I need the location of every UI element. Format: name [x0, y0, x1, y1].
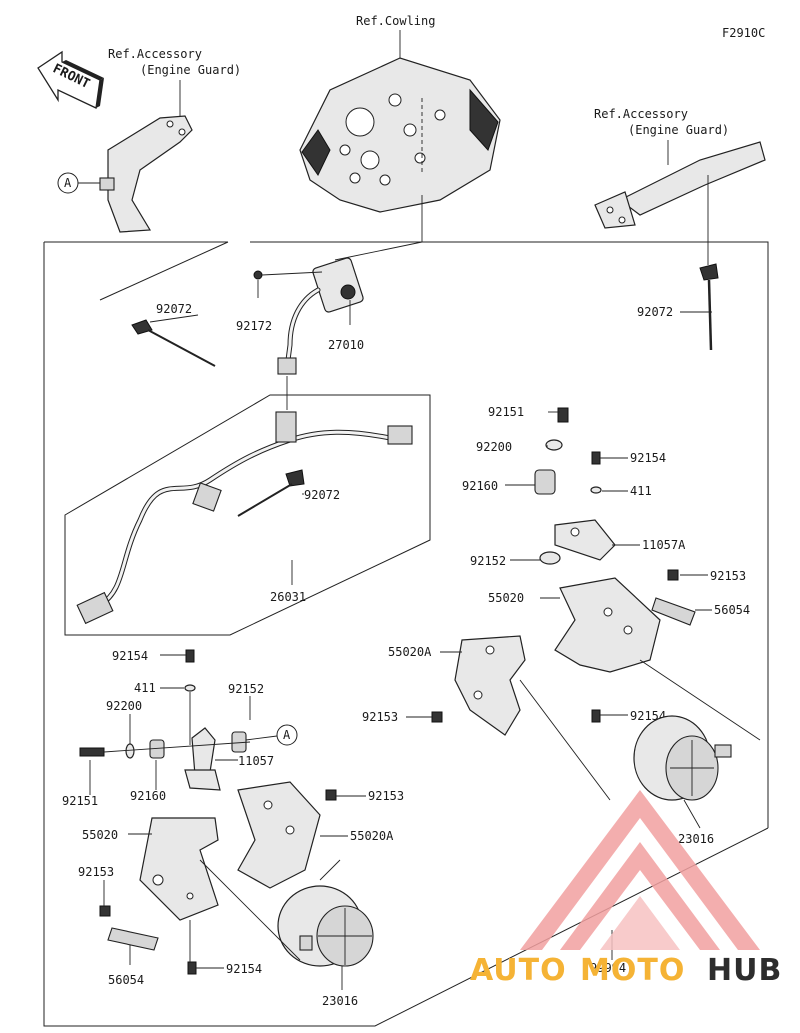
tie-92072-left [131, 319, 216, 367]
label-92152-right: 92152 [470, 554, 506, 568]
callout-a-right-label: A [283, 728, 291, 742]
label-55020-right: 55020 [488, 591, 524, 605]
callout-a-right [276, 724, 298, 746]
screw-92154-left-top [185, 649, 195, 663]
engine-guard-left [99, 115, 193, 233]
screw-92154-right-bottom [591, 709, 601, 723]
pad-56054-right [651, 597, 696, 626]
watermark-logo [520, 790, 760, 950]
tie-92072-harness [237, 469, 305, 517]
watermark-word-hub: HUB [707, 953, 782, 988]
label-92072-harness: 92072 [304, 488, 340, 502]
bracket-55020-left [139, 817, 219, 921]
label-56054-right: 56054 [714, 603, 750, 617]
watermark-text: AUTO MOTO HUB [470, 953, 782, 988]
screw-92154-left-bottom [187, 961, 197, 975]
screw-92172 [253, 270, 263, 280]
label-55020A-right: 55020A [388, 645, 432, 659]
label-92072-right: 92072 [637, 305, 673, 319]
pad-56054-left [107, 927, 159, 951]
label-99994: 99994 [590, 961, 626, 975]
screw-92153-right-top [667, 569, 679, 581]
label-92200-left: 92200 [106, 699, 142, 713]
ref-accessory-right-line1: Ref.Accessory [594, 107, 688, 121]
label-92160-right: 92160 [462, 479, 498, 493]
label-11057A: 11057A [642, 538, 686, 552]
label-92154-left-bottom: 92154 [226, 962, 262, 976]
label-92153-left-top: 92153 [368, 789, 404, 803]
ref-accessory-left-line1: Ref.Accessory [108, 47, 202, 61]
bracket-55020A-right [454, 635, 526, 736]
watermark-word-moto: MOTO [580, 953, 685, 988]
label-92153-right-top: 92153 [710, 569, 746, 583]
screw-92153-right-mid [431, 711, 443, 723]
lamp-23016-right [633, 715, 732, 801]
harness-frame [64, 394, 431, 636]
label-27010: 27010 [328, 338, 364, 352]
label-11057: 11057 [238, 754, 274, 768]
figure-code: F2910C [722, 26, 765, 40]
label-92152-left: 92152 [228, 682, 264, 696]
label-92072-left: 92072 [156, 302, 192, 316]
label-92172: 92172 [236, 319, 272, 333]
switch-27010 [277, 257, 364, 375]
label-92154-left-top: 92154 [112, 649, 148, 663]
cowling [299, 57, 501, 213]
left-bracket-hardware [79, 727, 251, 791]
right-bracket-hardware [534, 407, 616, 565]
tie-92072-right [699, 263, 719, 351]
label-92160-left: 92160 [130, 789, 166, 803]
harness-26031 [76, 411, 413, 625]
callout-a-left-label: A [64, 176, 72, 190]
watermark-word-auto: AUTO [470, 953, 567, 988]
label-26031: 26031 [270, 590, 306, 604]
label-92151-right: 92151 [488, 405, 524, 419]
label-55020-left: 55020 [82, 828, 118, 842]
bracket-55020-right [554, 577, 661, 673]
ref-accessory-left-line2: (Engine Guard) [140, 63, 241, 77]
label-92153-right-mid: 92153 [362, 710, 398, 724]
label-56054-left: 56054 [108, 973, 144, 987]
screw-92153-left-top [325, 789, 337, 801]
screw-92153-left-bottom [99, 905, 111, 917]
label-411-left: 411 [134, 681, 156, 695]
label-92154-right-top: 92154 [630, 451, 666, 465]
lamp-23016-left [277, 885, 374, 967]
ref-accessory-right-line2: (Engine Guard) [628, 123, 729, 137]
engine-guard-right [594, 141, 766, 229]
label-23016-right: 23016 [678, 832, 714, 846]
label-23016-left: 23016 [322, 994, 358, 1008]
washer-411-left [184, 684, 196, 692]
label-92200-right: 92200 [476, 440, 512, 454]
label-92153-left-bottom: 92153 [78, 865, 114, 879]
bracket-55020A-left [237, 781, 321, 889]
label-55020A-left: 55020A [350, 829, 394, 843]
assembly-frame [43, 241, 769, 1027]
ref-cowling-label: Ref.Cowling [356, 14, 435, 28]
label-411-right: 411 [630, 484, 652, 498]
front-arrow-icon: FRONT [37, 50, 104, 109]
label-92151-left: 92151 [62, 794, 98, 808]
